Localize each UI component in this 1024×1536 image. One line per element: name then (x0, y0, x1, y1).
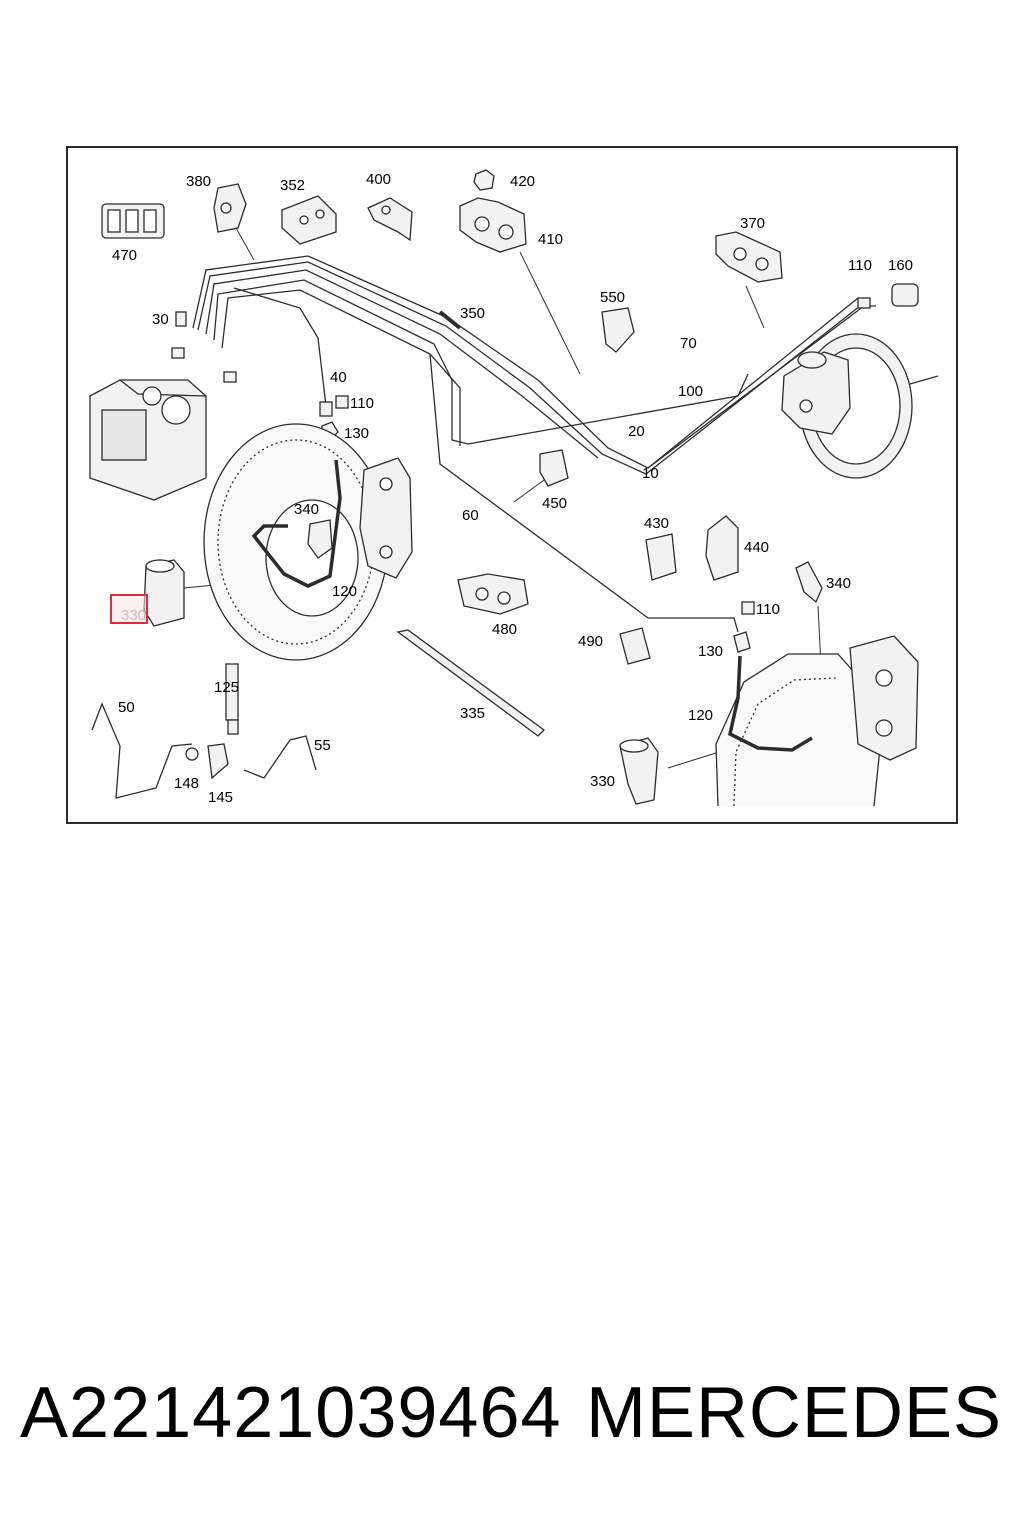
fitting-110-rear-icon (741, 601, 755, 615)
brake-hose-125-icon (225, 663, 239, 735)
callout-330-rear: 330 (590, 773, 615, 790)
rear-caliper-icon (849, 635, 919, 761)
brake-line-50 (91, 702, 193, 799)
clip-470-icon (101, 203, 165, 239)
clip-352-icon (281, 195, 337, 245)
clip-550-icon (601, 307, 635, 353)
pin-350-icon (438, 310, 462, 330)
brake-line-bundle-3 (205, 269, 599, 459)
callout-130-rear: 130 (698, 643, 723, 660)
callout-450: 450 (542, 495, 567, 512)
callout-120-front: 120 (332, 583, 357, 600)
sleeve-330-front-icon (143, 559, 185, 627)
callout-10: 10 (642, 465, 659, 482)
brake-line-bundle-4 (213, 279, 749, 445)
bracket-340-rear-icon (795, 561, 823, 604)
callout-60: 60 (462, 507, 479, 524)
clip-370-icon (715, 231, 783, 283)
parts-diagram: 470 380 352 400 420 410 370 110 160 30 5… (66, 146, 958, 824)
brake-line-bundle-1 (192, 255, 859, 469)
abs-hydraulic-unit-icon (89, 379, 207, 501)
brake-lines (91, 255, 876, 799)
front-brake-disc-icon (203, 423, 389, 661)
callout-420: 420 (510, 173, 535, 190)
callout-110-top: 110 (848, 257, 872, 274)
footer: A221421039464 MERCEDES (0, 1372, 1024, 1472)
callout-50: 50 (118, 699, 135, 716)
callout-400: 400 (366, 171, 391, 188)
cable-tie-335-icon (396, 629, 545, 737)
callout-110-mid: 110 (350, 395, 374, 412)
callout-55: 55 (314, 737, 331, 754)
fitting-110-front-icon (335, 395, 349, 409)
callout-40: 40 (330, 369, 347, 386)
brake-line-bundle-5 (221, 289, 461, 446)
clip-410-icon (459, 197, 527, 253)
callout-110-rear: 110 (756, 601, 780, 618)
callout-480: 480 (492, 621, 517, 638)
callout-470: 470 (112, 247, 137, 264)
callout-340-rear: 340 (826, 575, 851, 592)
callout-145: 145 (208, 789, 233, 806)
rear-brake-hose-icon (727, 655, 813, 752)
brake-line-40 (233, 287, 327, 407)
bracket-380-icon (213, 183, 247, 233)
brand-name: MERCEDES (585, 1373, 1002, 1453)
callout-130-front: 130 (344, 425, 369, 442)
pad-440-icon (705, 515, 739, 581)
brake-system-exploded-view: 470 380 352 400 420 410 370 110 160 30 5… (89, 169, 939, 807)
brake-line-60 (429, 353, 739, 633)
front-brake-hose-icon (251, 459, 342, 588)
callout-labels: 470 380 352 400 420 410 370 110 160 30 5… (112, 171, 913, 806)
callout-100: 100 (678, 383, 703, 400)
callout-30: 30 (152, 311, 169, 328)
part-number: A221421039464 (20, 1373, 562, 1453)
brake-line-bundle-2 (197, 261, 861, 475)
callout-160: 160 (888, 257, 913, 274)
bracket-340-front-icon (307, 519, 333, 559)
callout-550: 550 (600, 289, 625, 306)
callout-352: 352 (280, 177, 305, 194)
nut-420-icon (473, 169, 495, 191)
brake-line-55 (243, 735, 317, 779)
sleeve-330-rear-icon (619, 737, 659, 805)
callout-120-rear: 120 (688, 707, 713, 724)
callout-350: 350 (460, 305, 485, 322)
callout-410: 410 (538, 231, 563, 248)
callout-340-front: 340 (294, 501, 319, 518)
sleeve-160-icon (891, 283, 919, 307)
bracket-145-icon (207, 743, 229, 780)
pad-430-icon (645, 533, 677, 581)
clip-450-icon (539, 449, 569, 487)
callout-148: 148 (174, 775, 199, 792)
callout-20: 20 (628, 423, 645, 440)
fitting-110-icon (857, 297, 871, 309)
master-cylinder-icon (781, 351, 851, 435)
callout-380: 380 (186, 173, 211, 190)
fitting-40-icon (319, 401, 333, 417)
fitting-148-icon (185, 747, 199, 761)
callout-125: 125 (214, 679, 239, 696)
callout-430: 430 (644, 515, 669, 532)
bracket-400-icon (367, 197, 413, 242)
highlighted-callout-box[interactable] (110, 594, 148, 624)
callout-440: 440 (744, 539, 769, 556)
clip-480-icon (457, 573, 529, 615)
front-caliper-icon (359, 457, 413, 579)
callout-70: 70 (680, 335, 697, 352)
bracket-130-rear-icon (733, 631, 751, 653)
callout-335: 335 (460, 705, 485, 722)
callout-490: 490 (578, 633, 603, 650)
clip-490-icon (619, 627, 651, 665)
fitting-30-icon (171, 311, 237, 383)
callout-370: 370 (740, 215, 765, 232)
